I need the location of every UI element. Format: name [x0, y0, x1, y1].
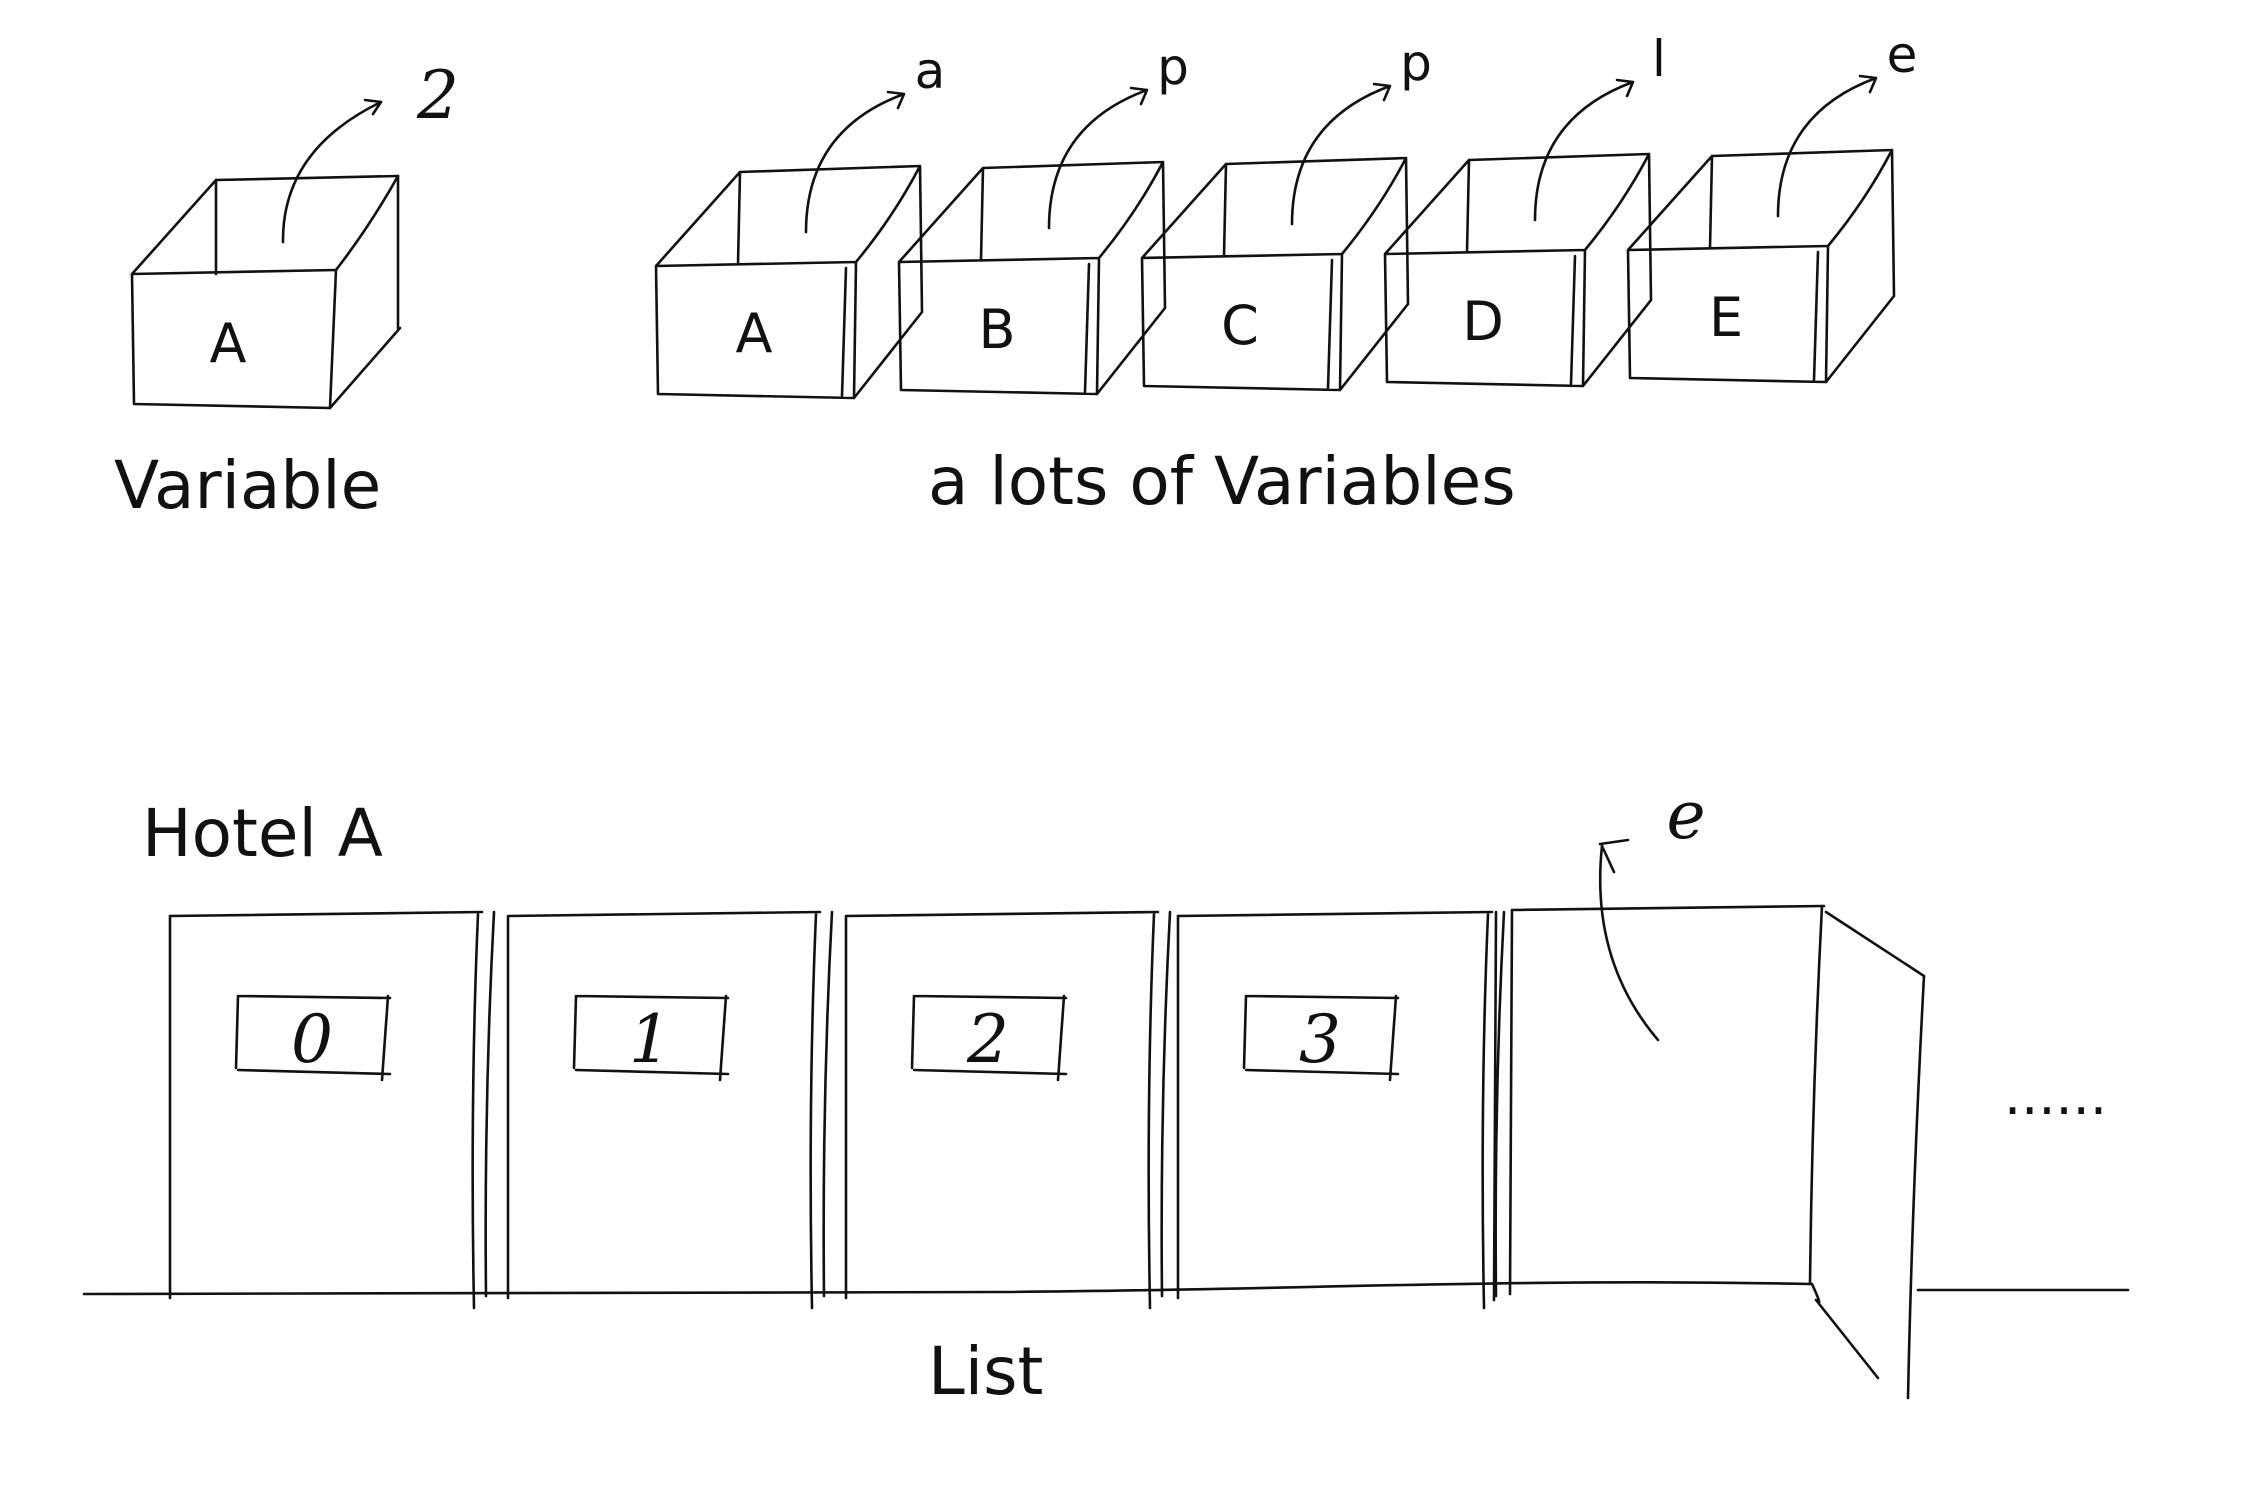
variable-box-label: B	[978, 298, 1015, 361]
variable-box-c: Cp	[1140, 34, 1432, 392]
room-number: 2	[966, 1001, 1009, 1078]
variable-box-a: Aa	[654, 42, 946, 400]
hotel-room-2: 2	[844, 910, 1172, 1310]
variables-caption: a lots of Variables	[928, 443, 1516, 520]
variable-box-label: D	[1462, 290, 1504, 353]
room-number: 3	[1299, 1001, 1341, 1078]
variable-box-value: l	[1652, 30, 1666, 88]
room-number: 1	[629, 1001, 671, 1078]
variable-box-b: Bp	[897, 38, 1189, 396]
single-variable-box-label: A	[210, 312, 247, 375]
variable-box-label: A	[736, 302, 773, 365]
single-variable-box	[130, 98, 402, 410]
hotel-room-0: 0	[168, 910, 496, 1310]
variable-box-label: C	[1221, 294, 1259, 357]
single-variable-value: 2	[416, 57, 459, 134]
variable-box-value: a	[915, 42, 946, 100]
list-caption: List	[928, 1333, 1043, 1410]
variable-box-value: p	[1400, 34, 1432, 92]
variable-box-value: p	[1157, 38, 1189, 96]
open-room-value: e	[1666, 777, 1705, 854]
ground-line	[82, 1281, 1812, 1296]
hotel-room-1: 1	[506, 910, 834, 1310]
variable-caption: Variable	[114, 447, 381, 524]
variable-box-value: e	[1887, 26, 1918, 84]
ellipsis: ......	[2004, 1064, 2107, 1127]
variable-box-label: E	[1709, 286, 1743, 349]
room-number: 0	[291, 1001, 333, 1078]
variable-box-d: Dl	[1383, 30, 1666, 388]
hotel-rooms-row: 0 1 2 3	[168, 910, 1506, 1310]
variable-box-e: Ee	[1626, 26, 1918, 384]
hotel-title: Hotel A	[142, 795, 383, 872]
hotel-room-3: 3	[1176, 910, 1506, 1310]
open-room	[1492, 838, 1926, 1400]
